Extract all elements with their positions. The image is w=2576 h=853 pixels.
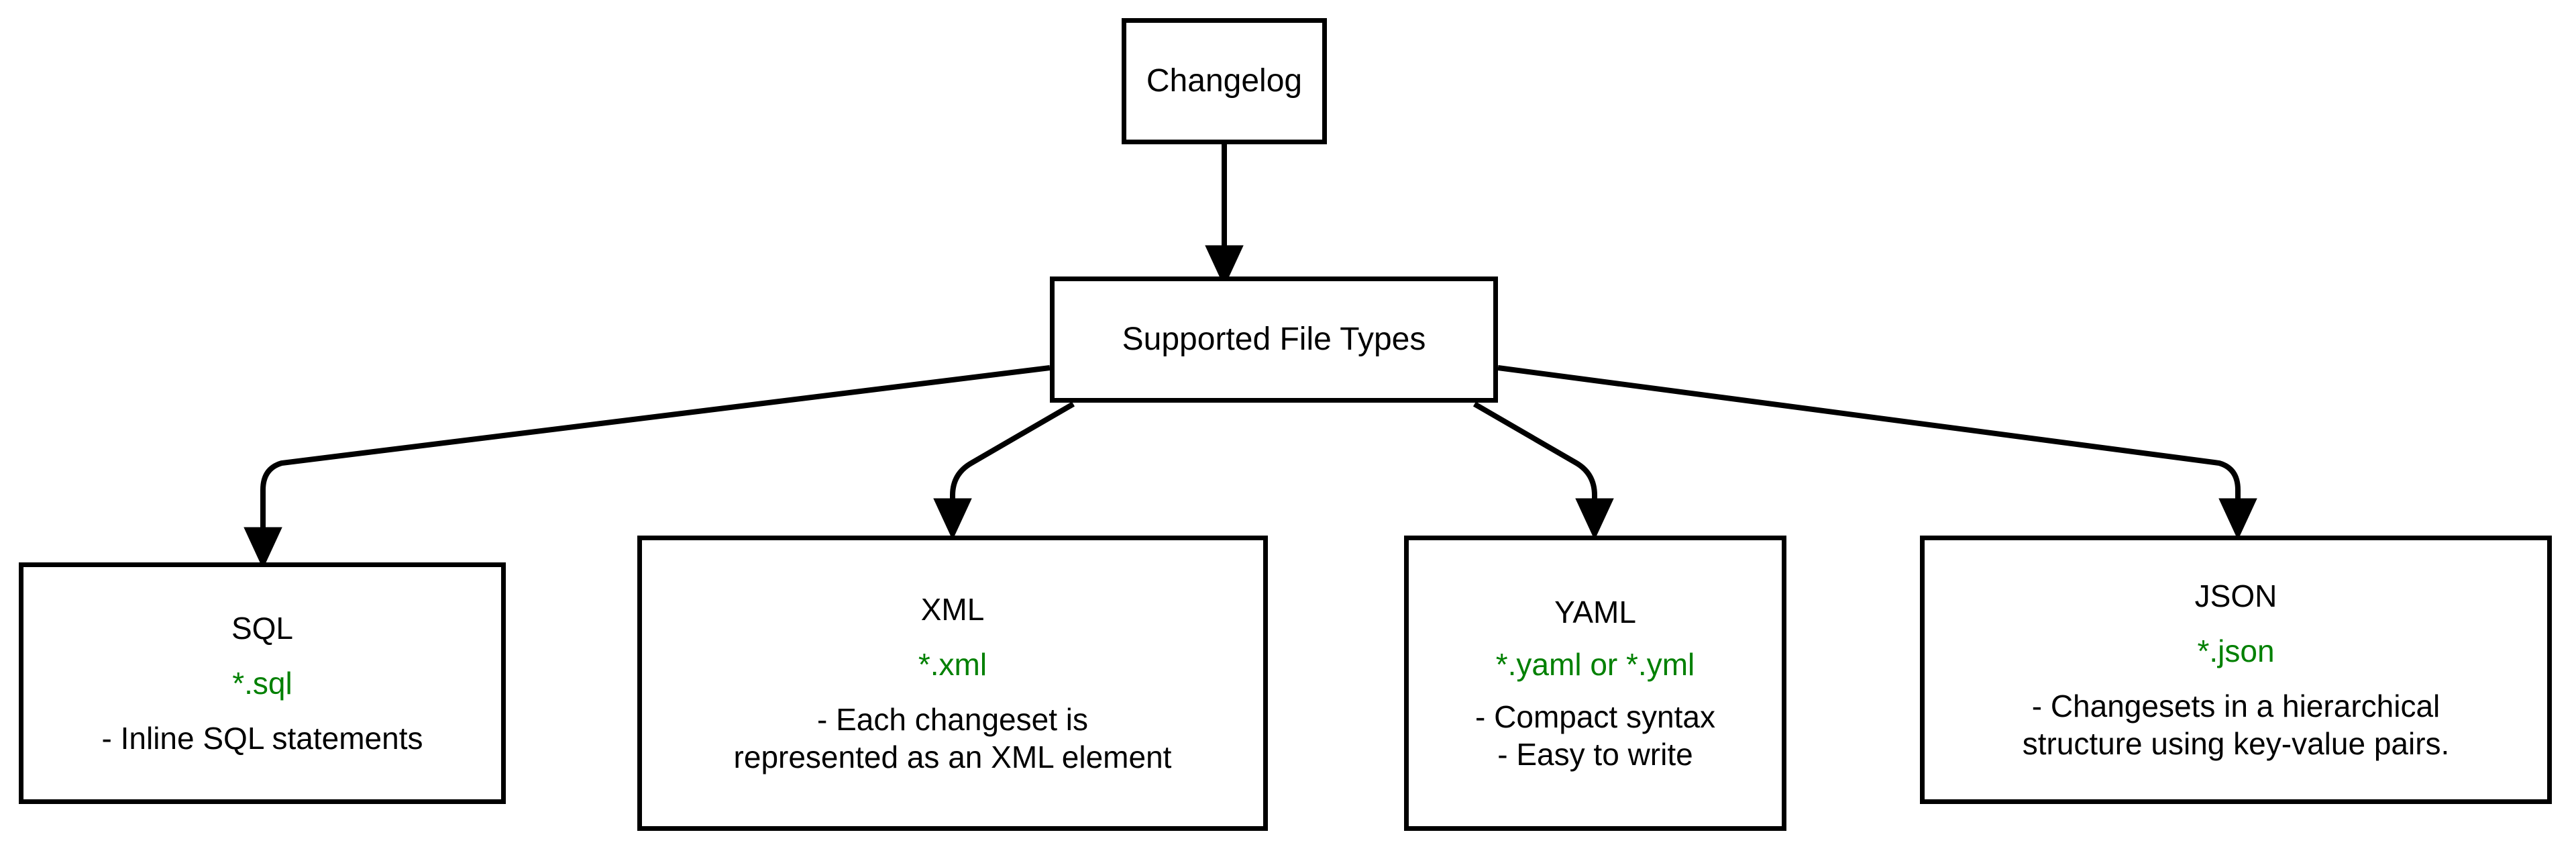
edge-supported-to-json [1497, 365, 2257, 540]
node-json[interactable]: JSON *.json - Changesets in a hierarchic… [1920, 536, 2552, 804]
node-xml-extension: *.xml [918, 646, 987, 682]
node-changelog[interactable]: Changelog [1122, 18, 1327, 144]
edge-supported-to-xml [933, 401, 1075, 540]
node-yaml-description: - Compact syntax - Easy to write [1475, 699, 1715, 772]
node-yaml-extension: *.yaml or *.yml [1495, 646, 1695, 682]
node-yaml[interactable]: YAML *.yaml or *.yml - Compact syntax - … [1404, 536, 1786, 831]
edge-supported-to-yaml [1472, 401, 1614, 540]
node-xml-description: - Each changeset is represented as an XM… [733, 702, 1172, 775]
node-xml[interactable]: XML *.xml - Each changeset is represente… [637, 536, 1268, 831]
node-sql-extension: *.sql [232, 665, 292, 701]
node-supported-file-types[interactable]: Supported File Types [1050, 277, 1498, 403]
node-sql-title: SQL [231, 610, 294, 646]
node-json-title: JSON [2194, 578, 2277, 613]
node-json-description: - Changesets in a hierarchical structure… [2022, 689, 2450, 762]
edge-supported-to-sql [244, 365, 1051, 569]
node-xml-title: XML [920, 591, 985, 627]
node-json-extension: *.json [2197, 633, 2275, 668]
node-supported-file-types-title: Supported File Types [1122, 321, 1426, 357]
node-sql-description: - Inline SQL statements [101, 721, 423, 756]
node-sql[interactable]: SQL *.sql - Inline SQL statements [19, 562, 506, 804]
node-changelog-title: Changelog [1146, 62, 1303, 99]
node-yaml-title: YAML [1554, 594, 1636, 630]
